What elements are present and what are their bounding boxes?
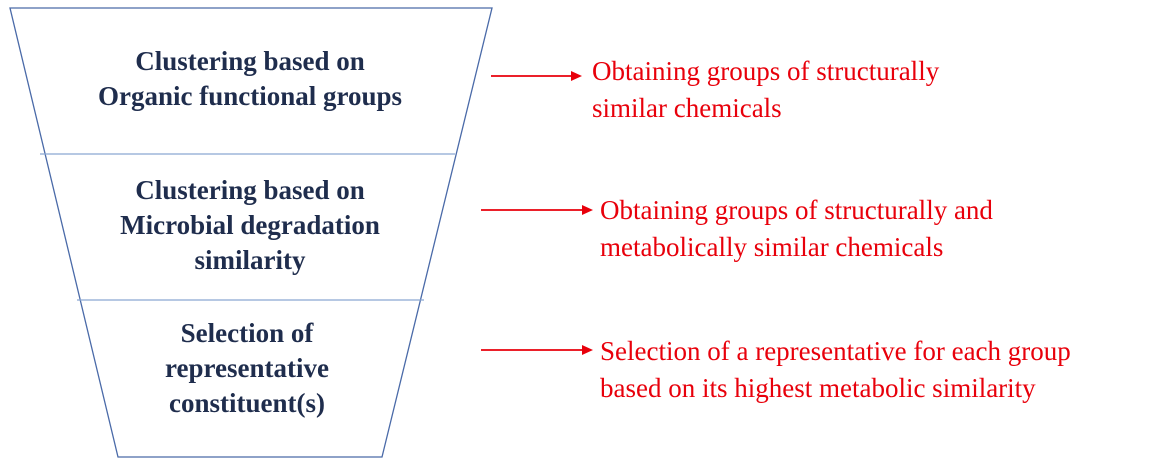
arrow-3 (481, 345, 593, 355)
stage-2-label: Clustering based on Microbial degradatio… (120, 175, 380, 275)
arrow-2 (481, 205, 593, 215)
stage-3-label: Selection of representative constituent(… (165, 318, 329, 418)
arrow-1 (491, 71, 582, 81)
stage-3-note: Selection of a representative for each g… (600, 336, 1071, 403)
stage-2-note: Obtaining groups of structurally and met… (600, 195, 993, 262)
funnel-outline (9, 7, 493, 458)
arrow-2-head (582, 205, 593, 215)
arrow-1-head (571, 71, 582, 81)
stage-1-label: Clustering based on Organic functional g… (97, 46, 403, 111)
arrow-3-head (582, 345, 593, 355)
stage-1-note: Obtaining groups of structurally similar… (592, 56, 940, 123)
